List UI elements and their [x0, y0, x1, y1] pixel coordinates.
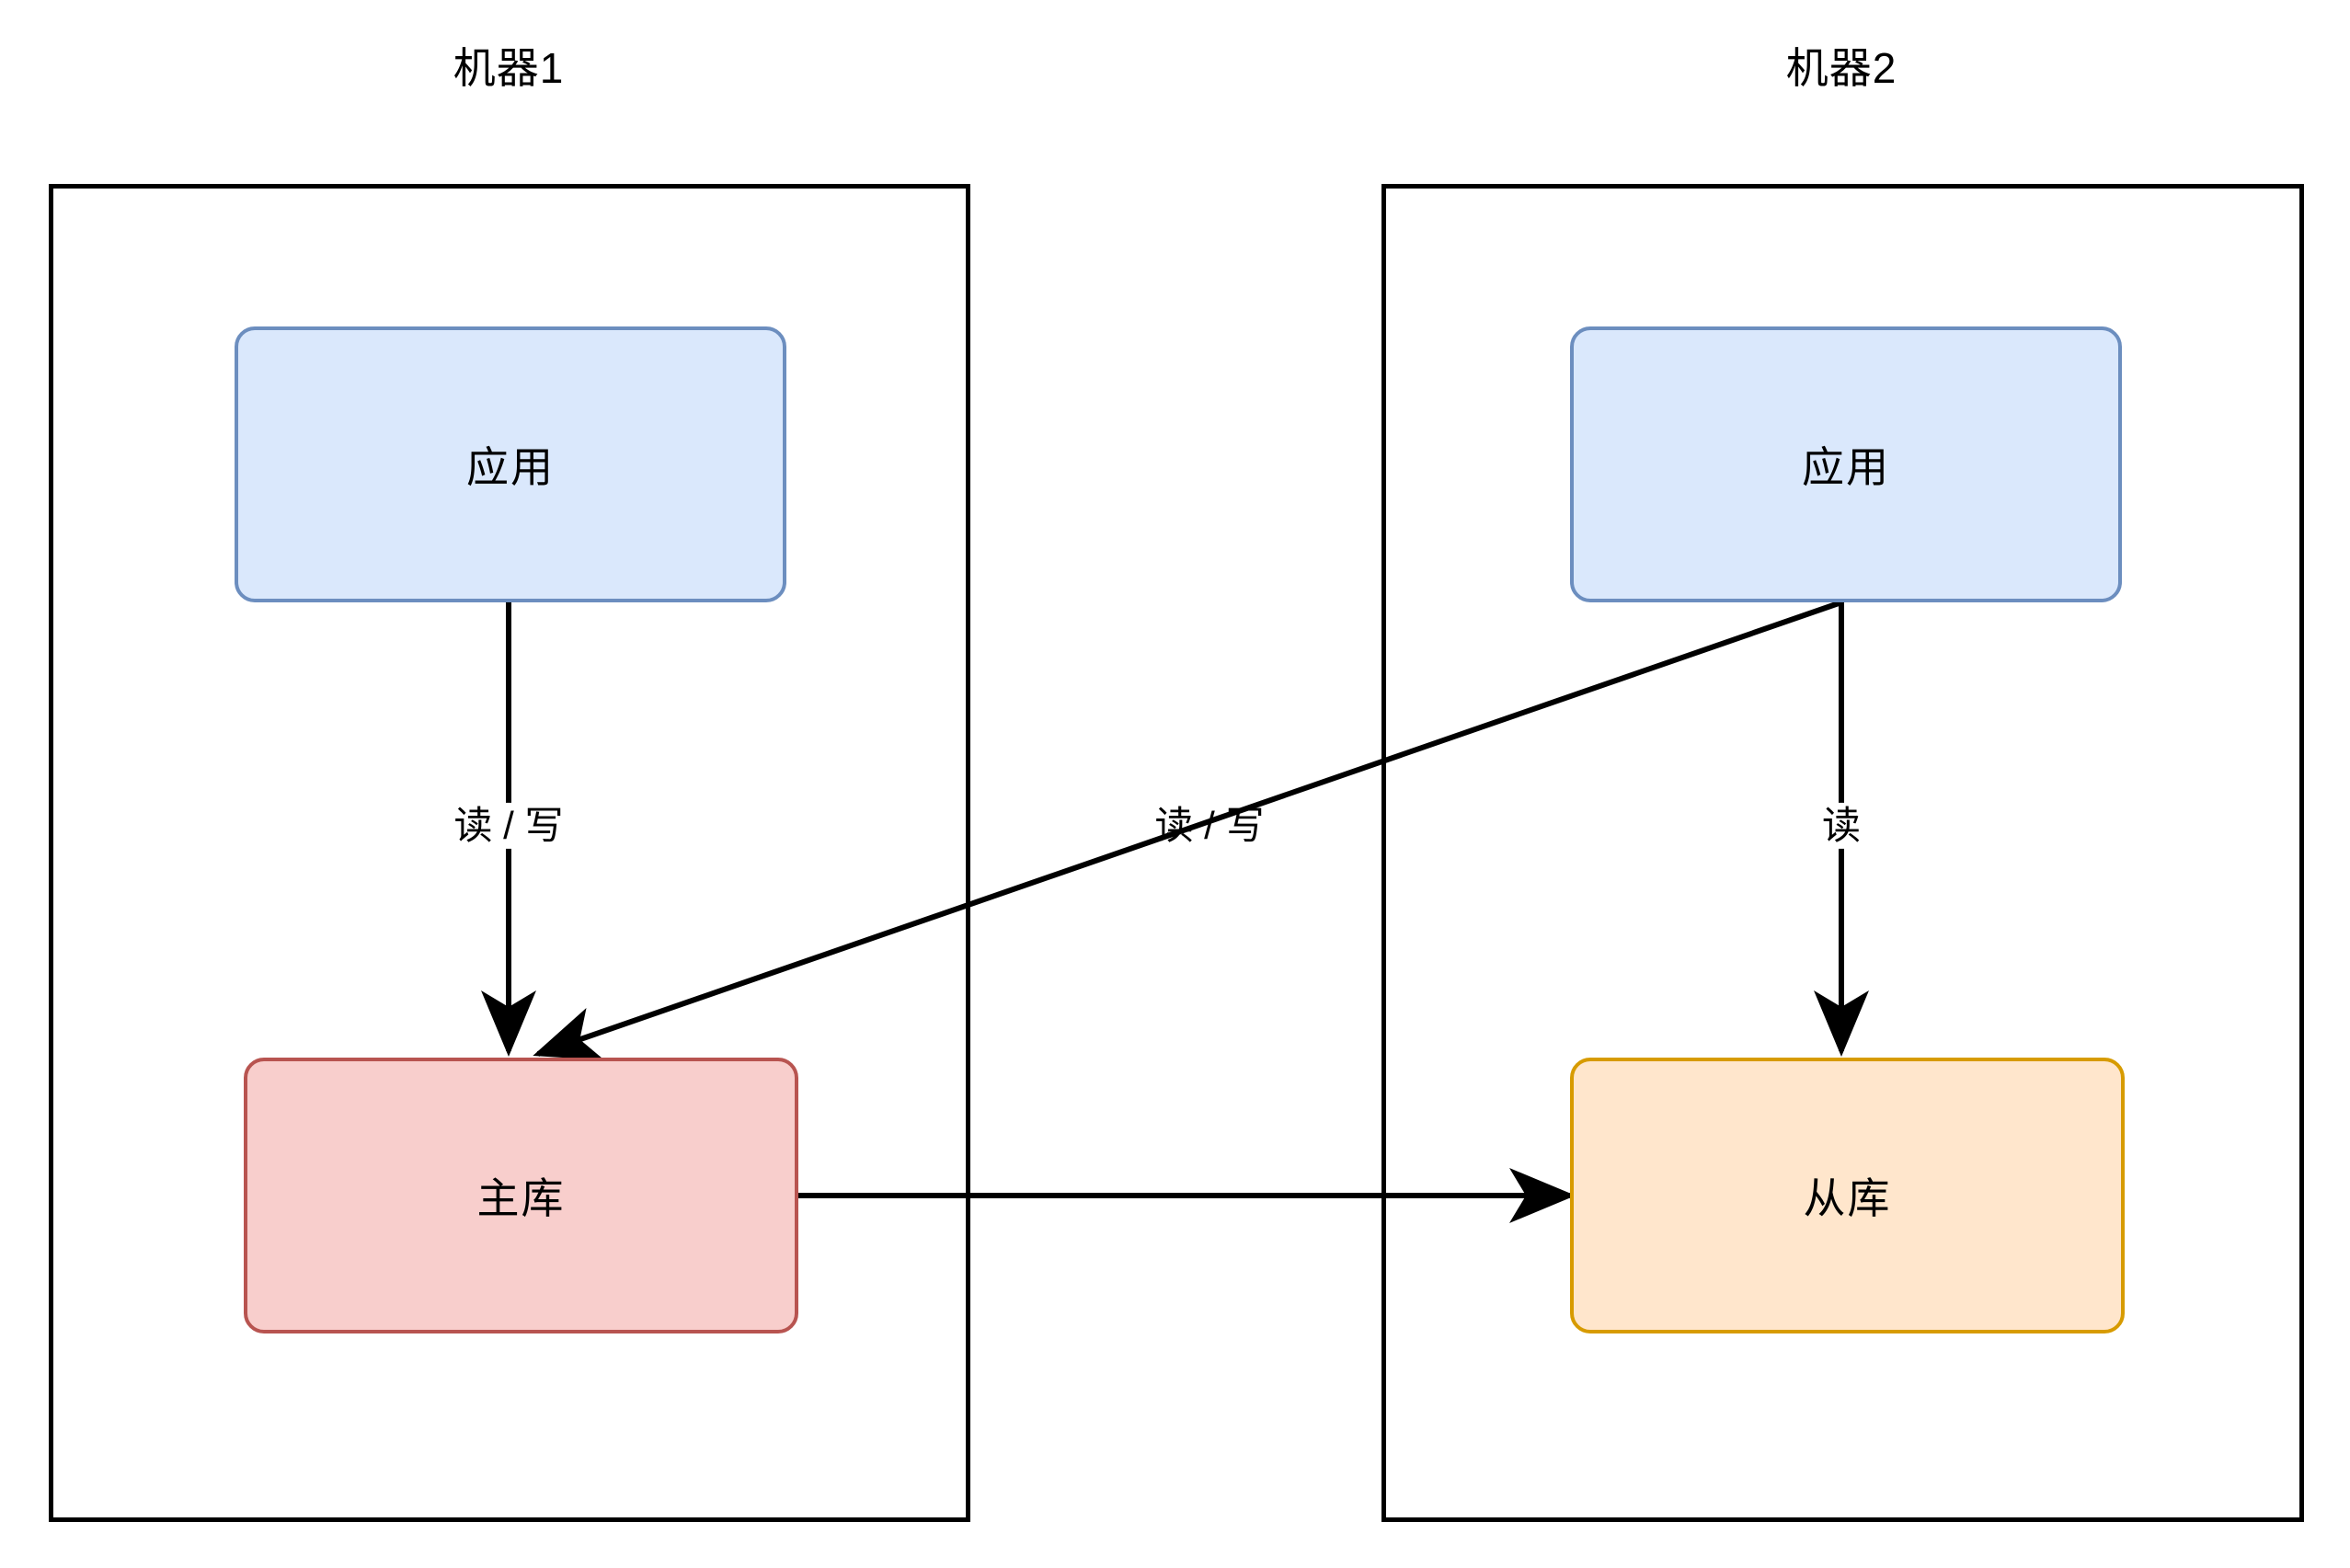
node-slave[interactable]: 从库	[1570, 1058, 2125, 1333]
machine2-title: 机器2	[1785, 44, 1897, 92]
node-master-label: 主库	[476, 1174, 566, 1222]
machine1-title: 机器1	[453, 44, 565, 92]
machine2-container	[1381, 184, 2304, 1522]
node-app2[interactable]: 应用	[1570, 326, 2122, 602]
machine1-container	[49, 184, 970, 1522]
node-master[interactable]: 主库	[244, 1058, 798, 1333]
node-app1[interactable]: 应用	[235, 326, 786, 602]
node-app1-label: 应用	[466, 443, 555, 491]
edge-label-app1-to-master: 读 / 写	[448, 802, 569, 850]
edge-label-app2-to-master: 读 / 写	[1154, 803, 1265, 847]
edge-app2-to-master	[533, 600, 1842, 1060]
edge-label-app2-to-slave: 读	[1816, 802, 1867, 850]
node-slave-label: 从库	[1803, 1174, 1892, 1222]
node-app2-label: 应用	[1802, 443, 1890, 491]
